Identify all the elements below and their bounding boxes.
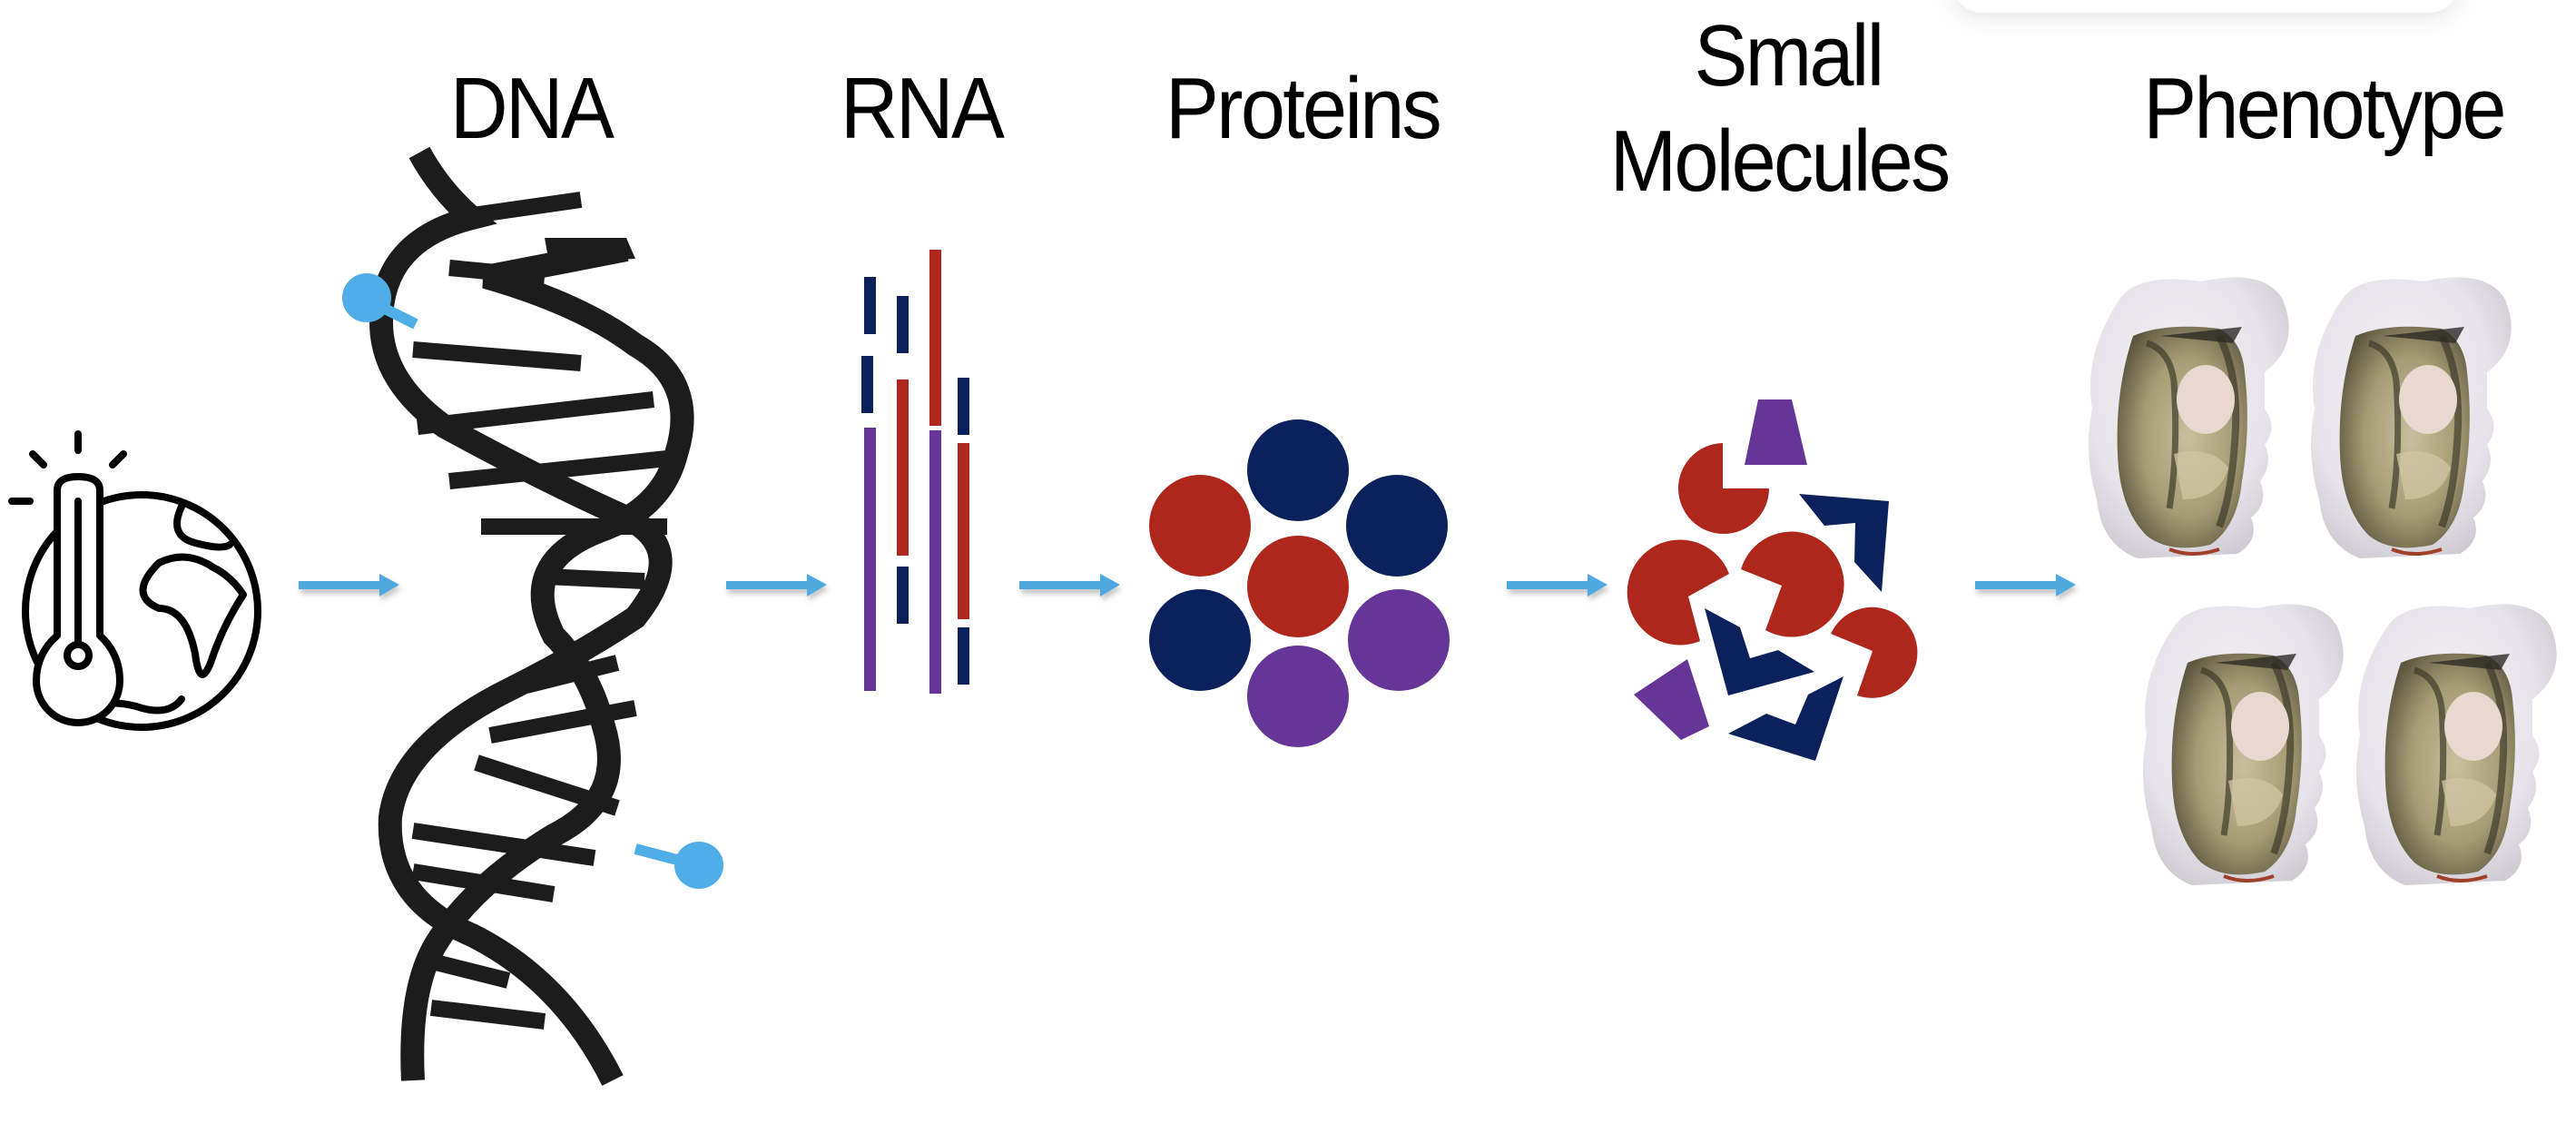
dna-double-helix-icon (369, 146, 694, 1086)
label-phenotype: Phenotype (2143, 60, 2506, 157)
rna-strand (958, 378, 969, 435)
protein-circle (1346, 475, 1448, 577)
rna-strand (897, 567, 909, 624)
top-shadow-artifact (1952, 0, 2460, 13)
oyster-image (2356, 605, 2557, 886)
protein-circle (1247, 646, 1349, 747)
arrow-small-molecules-to-phenotype (1975, 574, 2076, 597)
rna-strand (897, 380, 909, 556)
metabolite-shapes-icon (1627, 399, 1918, 761)
oyster-image (2143, 605, 2344, 886)
label-small: Small (1694, 7, 1884, 104)
arrow-rna-to-proteins (1019, 574, 1120, 597)
navy-chevron (1728, 676, 1844, 761)
navy-chevron (1799, 494, 1889, 592)
red-pacman (1831, 606, 1918, 698)
rna-strand (929, 430, 941, 694)
rna-strand (897, 296, 909, 353)
protein-circle (1247, 536, 1349, 637)
rna-strand (864, 428, 876, 691)
rna-strand (958, 627, 969, 685)
purple-trapezoid (1745, 399, 1807, 465)
red-pacman (1627, 539, 1729, 646)
oyster-image (2311, 278, 2512, 559)
oyster-image (2089, 278, 2289, 559)
red-pacman (1741, 531, 1844, 637)
label-rna: RNA (840, 60, 1005, 157)
protein-circle (1149, 589, 1251, 691)
label-proteins: Proteins (1165, 60, 1442, 157)
protein-circle (1348, 589, 1450, 691)
red-pacman (1678, 443, 1769, 534)
rna-strand (864, 277, 876, 334)
arrow-dna-to-rna (726, 574, 827, 597)
rna-strand (861, 356, 873, 413)
protein-cluster-icon (1149, 419, 1450, 747)
protein-circle (1247, 419, 1349, 521)
methylation-marker-icon (634, 842, 723, 889)
rna-transcripts-icon (861, 250, 969, 694)
rna-strand (958, 443, 969, 619)
label-molecules: Molecules (1609, 113, 1952, 210)
navy-chevron (1705, 608, 1814, 695)
arrow-proteins-to-small-molecules (1507, 574, 1608, 597)
arrow-environment-to-dna (299, 574, 399, 597)
thermometer-globe-icon (8, 430, 261, 731)
rna-strand (929, 250, 941, 426)
purple-quad (1634, 659, 1709, 740)
methylation-marker-icon (342, 273, 418, 330)
label-dna: DNA (449, 60, 615, 157)
protein-circle (1149, 475, 1251, 577)
